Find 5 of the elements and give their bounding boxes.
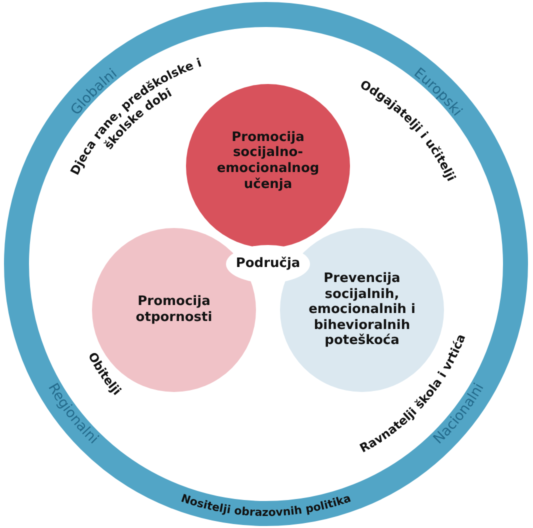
area-title: Promocija socijalno-emocionalnog učenja bbox=[216, 130, 320, 192]
area-title: Promocija otpornosti bbox=[134, 294, 214, 326]
area-title: Prevencija socijalnih, emocionalnih i bihevioralnih poteškoća bbox=[308, 271, 416, 349]
area-title: Područja bbox=[236, 256, 300, 272]
ring-band bbox=[4, 2, 528, 526]
